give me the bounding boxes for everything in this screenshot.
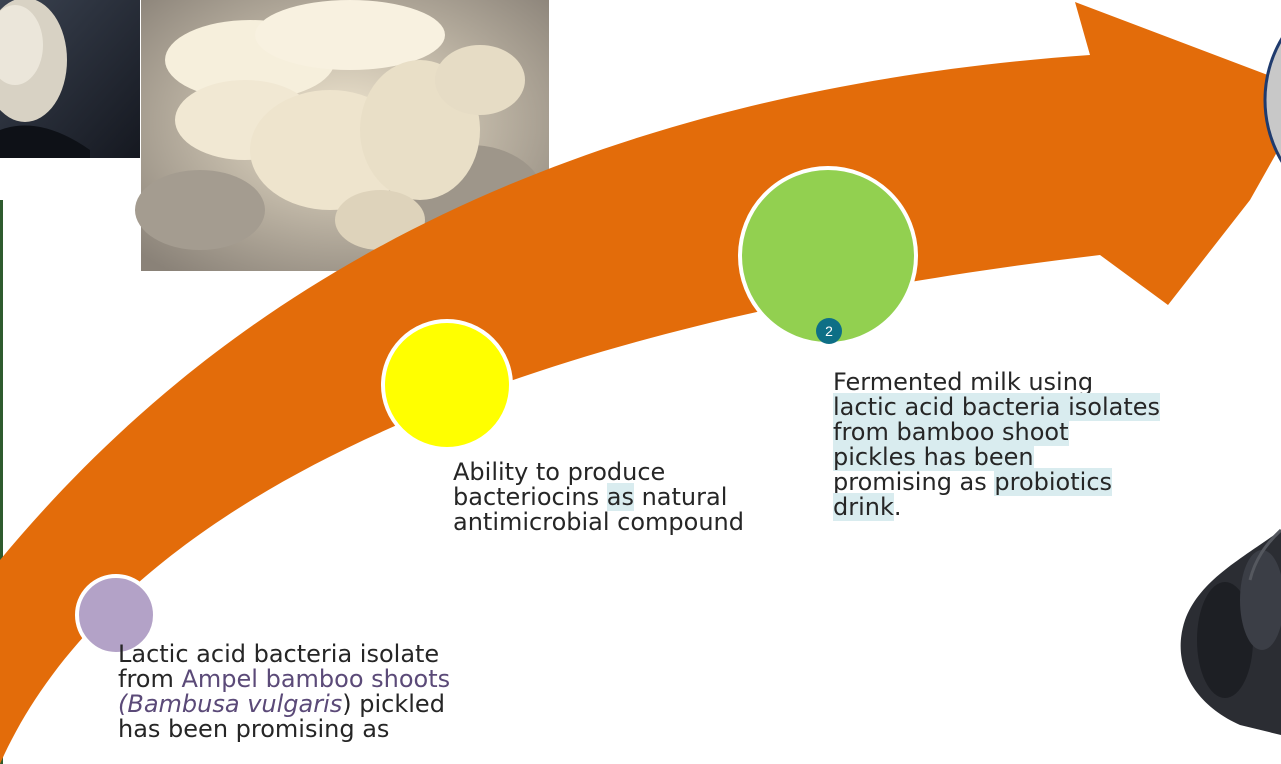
step-1-line-2-a: from [118, 665, 181, 693]
step-3-highlight-probiotics: probiotics [994, 468, 1112, 496]
step-3-line-3-text: from bamboo shoot [833, 418, 1069, 446]
step-1-line-3: (Bambusa vulgaris) pickled [118, 692, 450, 717]
step-2-text: Ability to produce bacteriocins as natur… [453, 460, 744, 535]
step-3-line-2-text: lactic acid bacteria isolates [833, 393, 1160, 421]
step-3-highlight-drink: drink [833, 493, 894, 521]
step-2-line-2: bacteriocins as natural [453, 485, 744, 510]
step-3-line-4: pickles has been [833, 445, 1160, 470]
bamboo-photo-icon [0, 0, 140, 158]
step-3-line-6-b: . [894, 493, 902, 521]
step-3-text: Fermented milk using lactic acid bacteri… [833, 370, 1160, 520]
step-2-line-2-c: natural [634, 483, 727, 511]
step-1-text: Lactic acid bacteria isolate from Ampel … [118, 642, 450, 742]
step-1-line-3-b: ) pickled [342, 690, 445, 718]
step-2-line-3: antimicrobial compound [453, 510, 744, 535]
step-2-line-1: Ability to produce [453, 460, 744, 485]
step-1-line-1: Lactic acid bacteria isolate [118, 642, 450, 667]
bamboo-pieces-photo-icon [1181, 530, 1281, 735]
step-3-line-5-a: promising as [833, 468, 994, 496]
step-3-line-5: promising as probiotics [833, 470, 1160, 495]
step-3-line-6: drink. [833, 495, 1160, 520]
step-2-line-2-a: bacteriocins [453, 483, 607, 511]
step-3-line-4-text: pickles has been [833, 443, 1034, 471]
step-3-line-2: lactic acid bacteria isolates [833, 395, 1160, 420]
step-2-circle [383, 321, 511, 449]
step-3-line-1: Fermented milk using [833, 370, 1160, 395]
step-3-line-3: from bamboo shoot [833, 420, 1160, 445]
step-1-line-2: from Ampel bamboo shoots [118, 667, 450, 692]
step-1-line-4: has been promising as [118, 717, 450, 742]
step-1-species-name: Ampel bamboo shoots [181, 665, 450, 693]
comment-badge[interactable]: 2 [816, 318, 842, 344]
step-1-scientific-name: (Bambusa vulgaris [118, 690, 342, 718]
step-circle-icon [1265, 0, 1281, 220]
step-2-highlight-as: as [607, 483, 634, 511]
